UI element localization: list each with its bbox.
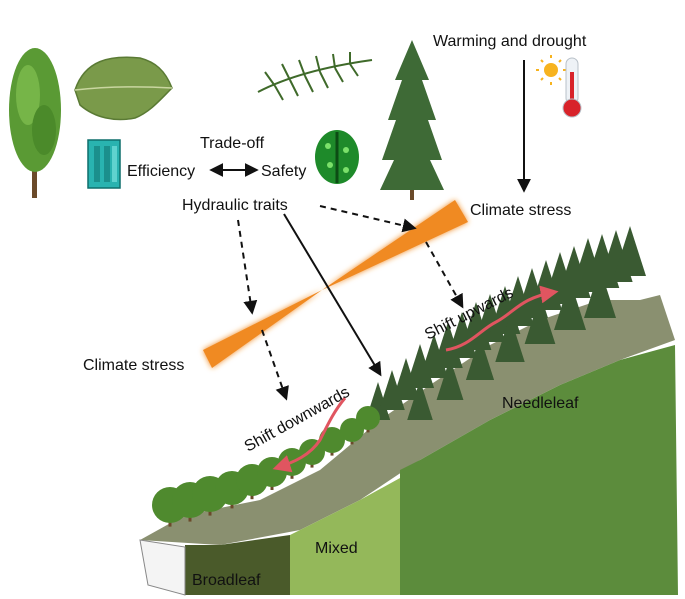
needleleaf-label: Needleleaf	[502, 395, 579, 412]
conifer-tree	[495, 316, 525, 362]
broadleaf-zone	[185, 535, 290, 595]
broadleaf-tree	[299, 439, 325, 465]
sun-icon	[536, 55, 566, 85]
broadleaf-tree	[356, 406, 380, 430]
cut-edge	[139, 539, 186, 596]
conifer-tree	[465, 336, 495, 380]
thermometer-icon	[562, 57, 582, 118]
conifer-tree-icon	[380, 40, 444, 200]
conifer-tree	[407, 380, 433, 420]
xylem-vessel-icon	[87, 139, 121, 189]
hydraulic-traits-label: Hydraulic traits	[182, 197, 288, 214]
broadleaf-tree-icon	[9, 48, 61, 198]
conifer-tree	[554, 280, 586, 330]
mountain-landscape	[139, 295, 678, 596]
trade-off-label: Trade-off	[200, 135, 265, 152]
broadleaf-tree	[319, 427, 345, 453]
climate-stress-wedge-left	[203, 290, 322, 368]
dashed-arrow-right	[319, 205, 417, 233]
oak-leaf-icon	[74, 56, 173, 121]
conifer-tree	[524, 296, 556, 344]
conifer-tree	[614, 226, 646, 276]
climate-stress-left-label: Climate stress	[83, 357, 184, 374]
safety-label: Safety	[261, 163, 306, 180]
conifer-tree	[584, 268, 616, 318]
needleleaf-zone	[400, 345, 678, 595]
efficiency-label: Efficiency	[127, 163, 195, 180]
warming-drought-label: Warming and drought	[433, 33, 587, 50]
mixed-label: Mixed	[315, 540, 358, 557]
climate-stress-right-label: Climate stress	[470, 202, 571, 219]
shift-upwards-arrow	[445, 285, 559, 352]
mixed-zone	[290, 478, 400, 595]
solid-arrow	[283, 213, 382, 377]
broadleaf-forest	[152, 406, 380, 527]
shift-downwards-arrow	[272, 397, 347, 473]
dashed-arrow-upshift	[425, 241, 464, 309]
dashed-arrow-left	[237, 219, 258, 315]
conifer-branch-icon	[257, 52, 373, 101]
pit-membrane-icon	[315, 130, 359, 184]
climate-stress-gradient	[203, 200, 468, 368]
dashed-arrow-downshift	[261, 329, 289, 401]
conifer-tree	[436, 358, 464, 400]
broadleaf-label: Broadleaf	[192, 572, 261, 589]
climate-stress-wedge-right	[322, 200, 468, 290]
conifer-tree	[392, 358, 420, 400]
